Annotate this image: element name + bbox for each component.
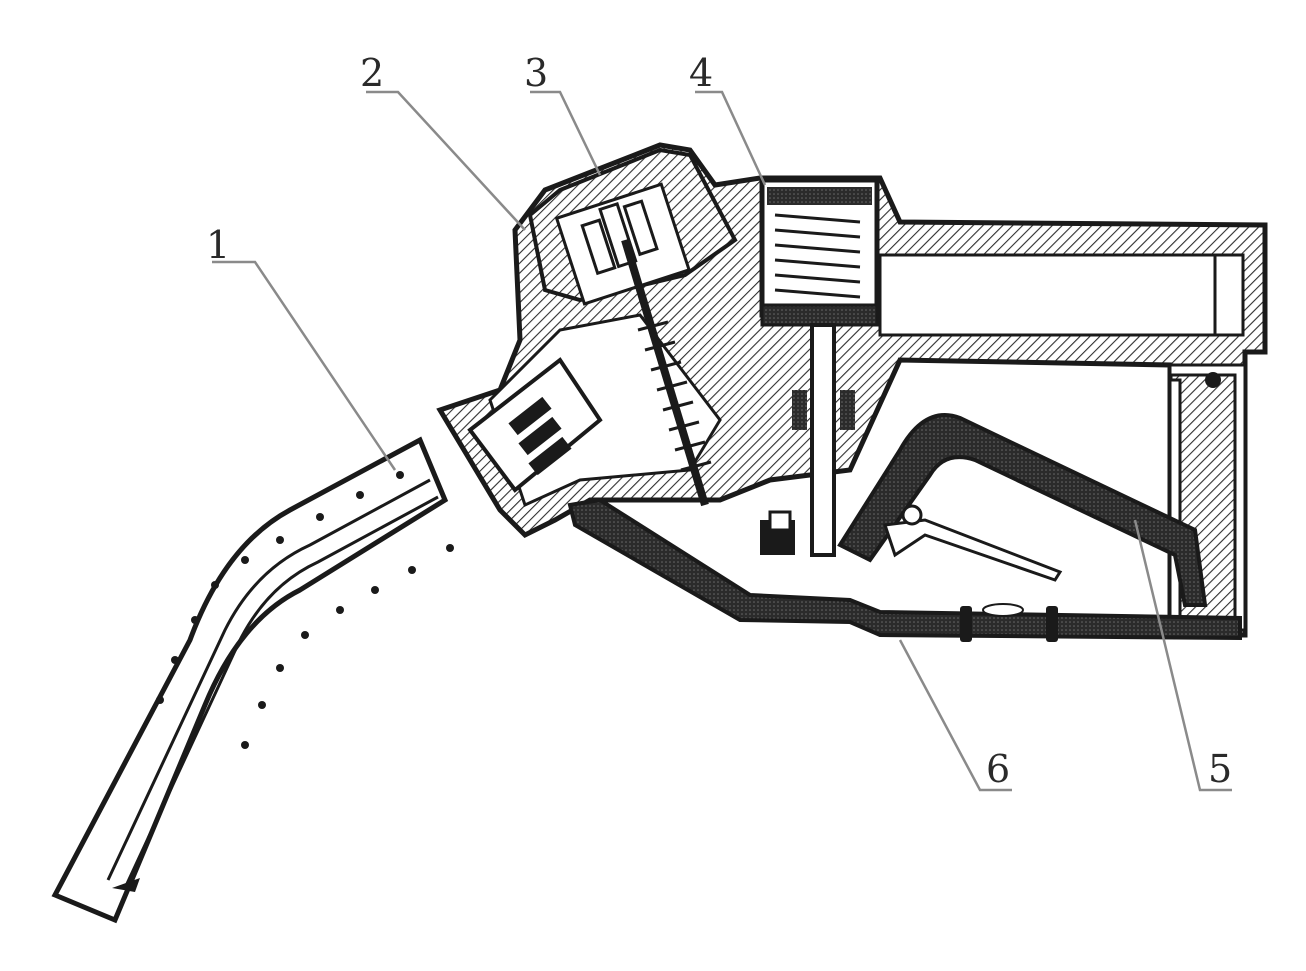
spout-spring-coil [156,471,454,749]
lower-hand-guard [567,497,1242,642]
leader-line-2 [366,90,526,231]
trigger-lever [760,413,1208,607]
callout-1: 1 [206,223,230,267]
main-valve-spring-housing [759,177,880,557]
main-spring [774,213,861,299]
callout-labels: 1 2 3 4 5 6 [206,51,1232,791]
spout [51,436,454,924]
leader-line-4 [695,90,767,186]
handle-grip-cavity [878,253,1227,337]
inlet-check-valve [467,357,603,493]
leader-line-1 [212,260,397,471]
leader-line-6 [898,639,1012,792]
callout-2: 2 [360,51,384,95]
leader-line-3 [530,90,602,176]
callout-4: 4 [689,51,713,95]
leader-line-5 [1133,519,1232,792]
valve-head-block [467,147,738,507]
callout-3: 3 [524,51,548,95]
valve-spring [637,320,712,472]
callout-6: 6 [986,747,1010,791]
leader-lines [212,90,1232,792]
poppet-stem [810,323,836,557]
callout-5: 5 [1208,747,1232,791]
